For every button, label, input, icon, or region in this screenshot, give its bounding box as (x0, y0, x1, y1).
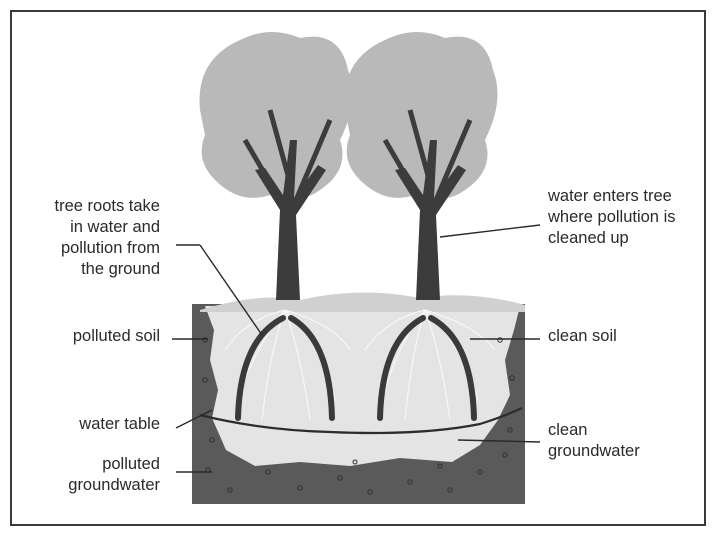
polluted-groundwater-line-1: polluted (102, 455, 160, 473)
enters-tree-label: water enters tree where pollution is cle… (548, 186, 676, 249)
pollution-particles (202, 337, 515, 495)
polluted-soil-label: polluted soil (72, 327, 160, 345)
enters-tree-line-1: water enters tree (548, 187, 672, 205)
roots-label: tree roots take in water and pollution f… (20, 196, 160, 280)
pointer-lines (172, 224, 541, 473)
clean-groundwater-label: clean groundwater (548, 420, 640, 462)
water-table-line (199, 407, 523, 435)
tree-left (199, 31, 353, 300)
enters-tree-line-2: where pollution is (548, 208, 676, 226)
water-table-label: water table (79, 415, 160, 433)
roots-label-line-2: in water and (70, 218, 160, 236)
tree-right (344, 31, 498, 300)
enters-tree-line-3: cleaned up (548, 229, 629, 247)
clean-soil-zone (205, 306, 520, 466)
polluted-groundwater-label: polluted groundwater (20, 454, 160, 496)
clean-soil-label: clean soil (548, 327, 617, 345)
ground-surface (200, 292, 525, 312)
polluted-groundwater-line-2: groundwater (68, 476, 160, 494)
roots-label-line-3: pollution from (60, 239, 160, 257)
roots-label-line-1: tree roots take (54, 197, 160, 215)
clean-groundwater-line-2: groundwater (548, 442, 640, 460)
roots-label-line-4: the ground (81, 260, 160, 278)
water-flow-arrows (235, 315, 477, 421)
clean-groundwater-line-1: clean (548, 421, 588, 439)
